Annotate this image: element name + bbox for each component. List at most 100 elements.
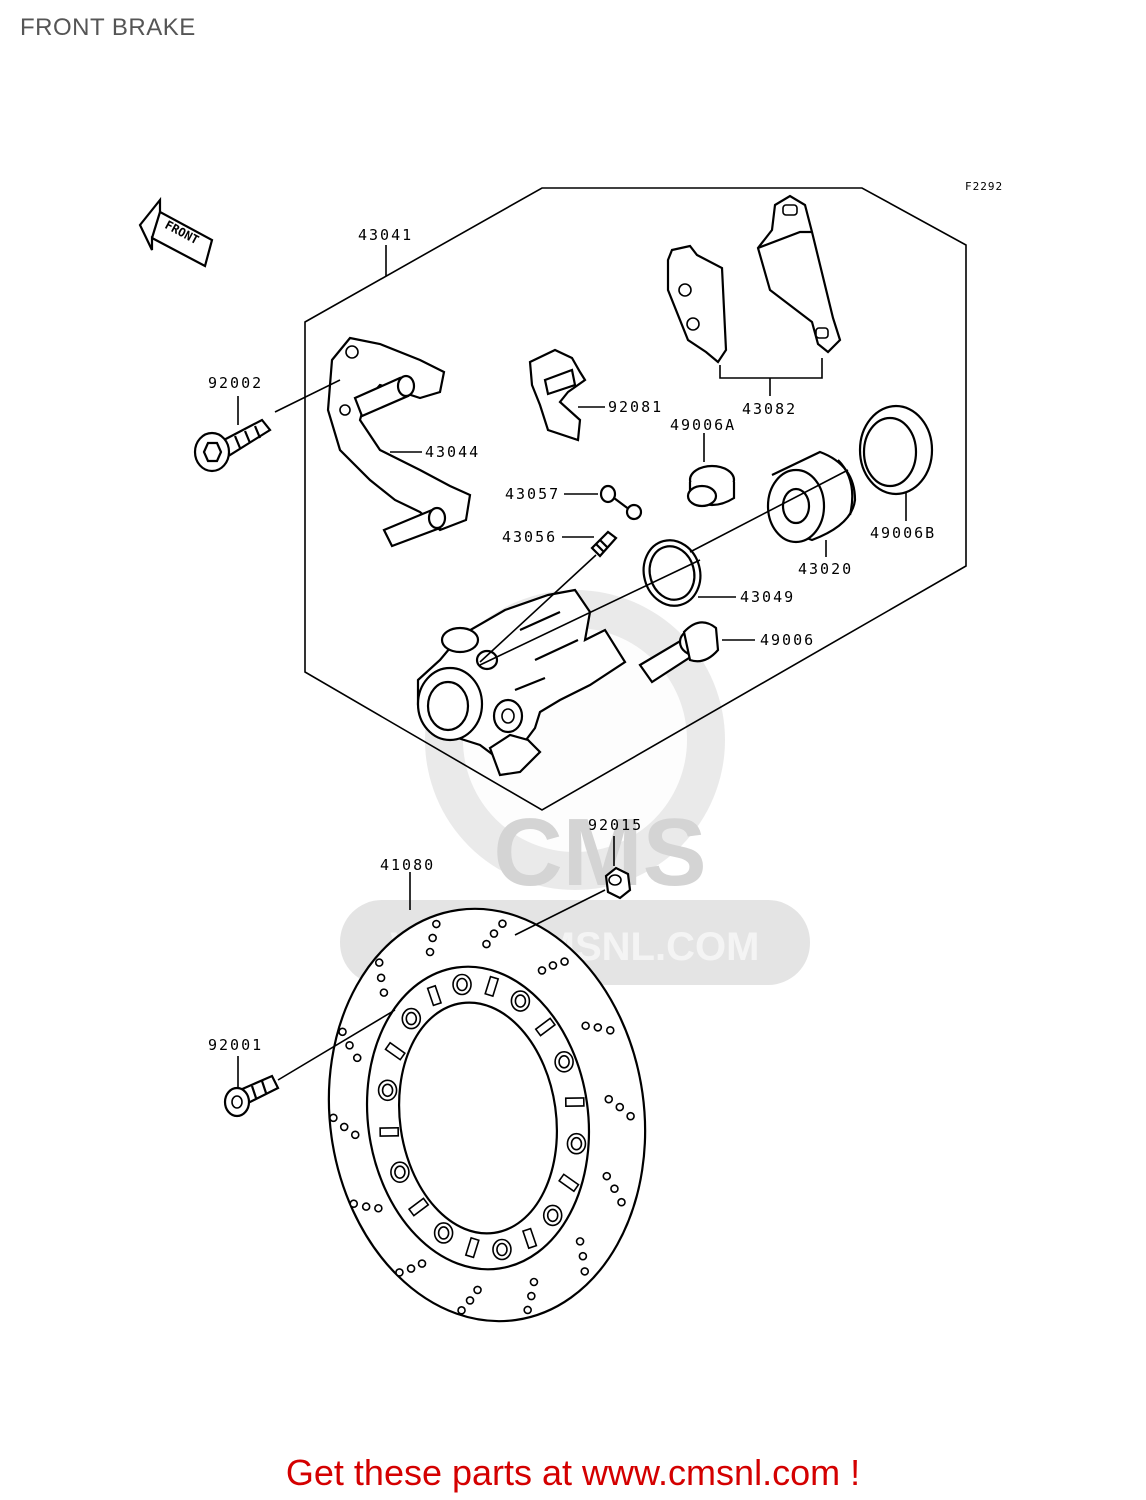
disc-slot <box>521 1227 538 1250</box>
disc-slot <box>426 984 443 1007</box>
disc-vent-hole <box>339 1122 349 1132</box>
label-43044: 43044 <box>425 443 480 461</box>
piston-seal <box>642 539 702 607</box>
slide-pin-boot <box>638 621 720 684</box>
label-92081: 92081 <box>608 398 663 416</box>
label-92015: 92015 <box>588 816 643 834</box>
disc-vent-hole <box>617 1197 626 1207</box>
disc-vent-hole <box>604 1094 614 1104</box>
disc-vent-hole <box>548 961 558 970</box>
disc-vent-hole <box>428 933 437 943</box>
disc-vent-hole <box>374 1203 383 1213</box>
disc-vent-hole <box>581 1021 590 1031</box>
disc-vent-hole <box>379 988 389 997</box>
bolt-92002 <box>193 418 272 473</box>
disc-vent-hole <box>395 1268 404 1277</box>
disc-vent-hole <box>457 1306 466 1315</box>
disc-bolt-hole-inner <box>381 1083 394 1098</box>
nut-92015 <box>604 866 632 900</box>
piston <box>766 450 857 544</box>
label-43020: 43020 <box>798 560 853 578</box>
label-43082: 43082 <box>742 400 797 418</box>
disc-vent-hole <box>602 1171 612 1181</box>
disc-vent-hole <box>350 1130 360 1140</box>
disc-bolt-hole-inner <box>514 994 527 1008</box>
disc-vent-hole <box>527 1291 536 1301</box>
disc-vent-hole <box>406 1264 416 1273</box>
disc-vent-hole <box>498 919 507 928</box>
disc-vent-hole <box>352 1053 362 1063</box>
figure-code: F2292 <box>965 180 1003 193</box>
disc-vent-hole <box>432 919 441 929</box>
disc-vent-hole <box>349 1199 359 1209</box>
disc-vent-hole <box>417 1259 427 1268</box>
disc-vent-hole <box>345 1040 354 1050</box>
label-49006a: 49006A <box>670 416 736 434</box>
disc-vent-hole <box>529 1277 539 1287</box>
disc-vent-hole <box>473 1285 482 1295</box>
disc-vent-hole <box>338 1027 347 1037</box>
watermark-logo: CMS <box>493 799 706 906</box>
bleed-valve <box>590 530 618 558</box>
label-92001: 92001 <box>208 1036 263 1054</box>
disc-bolt-hole-inner <box>558 1055 570 1069</box>
bolt-92001 <box>223 1074 280 1118</box>
brake-pad-outer <box>756 194 842 354</box>
disc-bolt-hole-inner <box>437 1226 450 1240</box>
disc-vent-hole <box>560 957 569 966</box>
disc-vent-hole <box>626 1111 635 1121</box>
pad-spring <box>528 348 587 442</box>
label-43057: 43057 <box>505 485 560 503</box>
disc-slot <box>564 1097 585 1107</box>
disc-vent-hole <box>578 1251 588 1261</box>
label-49006b: 49006B <box>870 524 936 542</box>
front-arrow-icon: FRONT <box>138 196 214 268</box>
disc-vent-hole <box>575 1237 585 1246</box>
disc-vent-hole <box>374 958 384 967</box>
disc-vent-hole <box>605 1025 615 1035</box>
footer-shop-link[interactable]: Get these parts at www.cmsnl.com ! <box>285 1452 861 1493</box>
disc-vent-hole <box>610 1184 619 1194</box>
label-43049: 43049 <box>740 588 795 606</box>
disc-bolt-hole-inner <box>394 1165 406 1179</box>
caliper-bracket <box>326 336 472 548</box>
disc-vent-hole <box>329 1113 338 1123</box>
label-41080: 41080 <box>380 856 435 874</box>
bleed-cap <box>599 484 643 521</box>
disc-vent-hole <box>593 1023 603 1032</box>
boot-49006a <box>686 464 736 508</box>
page-title: FRONT BRAKE <box>20 14 196 41</box>
disc-vent-hole <box>580 1267 590 1276</box>
disc-slot <box>534 1017 557 1037</box>
caliper-body <box>416 588 627 777</box>
part-labels: 43041 92002 43044 92081 43082 49006A 430… <box>208 226 936 1054</box>
disc-slot <box>407 1197 430 1217</box>
disc-vent-hole <box>465 1296 475 1305</box>
disc-slot <box>484 975 500 998</box>
caliper-assembly-frame <box>304 187 967 811</box>
disc-bolt-hole-inner <box>570 1136 583 1151</box>
disc-slot <box>464 1236 480 1259</box>
label-43056: 43056 <box>502 528 557 546</box>
label-43041: 43041 <box>358 226 413 244</box>
disc-vent-hole <box>615 1102 625 1112</box>
disc-slot <box>384 1041 406 1061</box>
brake-disc <box>327 907 647 1323</box>
disc-slot <box>379 1127 400 1137</box>
disc-bolt-hole-inner <box>546 1208 559 1223</box>
leader-lines <box>237 245 907 1088</box>
disc-slot <box>558 1173 580 1193</box>
disc-vent-hole <box>489 929 499 938</box>
dust-seal <box>858 404 934 496</box>
disc-vent-hole <box>523 1305 532 1315</box>
label-92002: 92002 <box>208 374 263 392</box>
front-arrow-label: FRONT <box>163 218 201 247</box>
disc-bolt-hole-inner <box>405 1011 418 1026</box>
disc-bolt-hole-inner <box>456 977 468 992</box>
disc-bolt-hole-inner <box>496 1242 508 1257</box>
disc-vent-hole <box>425 947 435 957</box>
label-49006: 49006 <box>760 631 815 649</box>
disc-vent-hole <box>361 1202 371 1211</box>
disc-vent-hole <box>537 966 547 975</box>
disc-vent-hole <box>376 973 386 983</box>
